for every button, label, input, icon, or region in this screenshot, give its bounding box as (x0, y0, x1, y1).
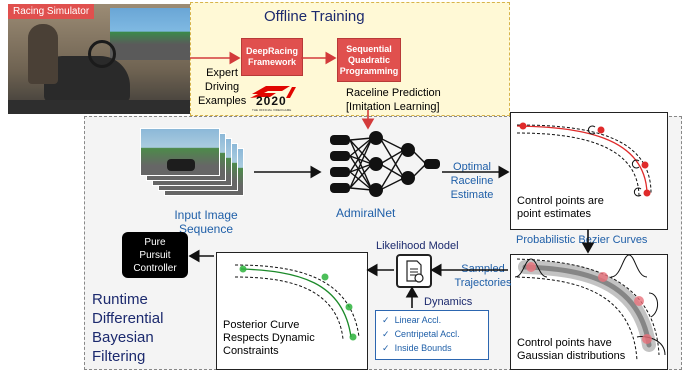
simulator-seat (44, 56, 130, 102)
dynamics-item-linear: ✓ Linear Accl. (382, 315, 442, 325)
input-image-stack (140, 128, 250, 198)
f1-year: 2020 (256, 94, 287, 108)
expert-driving-text: Expert Driving Examples (198, 67, 247, 107)
optimal-raceline-label: Optimal Raceline Estimate (450, 161, 494, 201)
simulator-label: Racing Simulator (8, 4, 95, 19)
offline-title: Offline Training (264, 8, 365, 25)
point-estimate-curves (516, 122, 652, 198)
posterior-text: Posterior Curve Respects Dynamic Constra… (223, 319, 315, 357)
simulator-wheel (88, 40, 116, 68)
dynamics-item-bounds: ✓ Inside Bounds (382, 343, 452, 353)
check-icon: ✓ (382, 343, 390, 353)
point-estimate-text: Control points are point estimates (517, 195, 604, 220)
dynamics-checklist: ✓ Linear Accl. ✓ Centripetal Accl. ✓ Ins… (375, 310, 489, 360)
runtime-title: Runtime Differential Bayesian Filtering (92, 291, 164, 365)
sampled-trajectories-label: Sampled Trajectories (454, 263, 512, 289)
raceline-prediction-text: Raceline Prediction [Imitation Learning] (346, 87, 441, 113)
gaussian-curves (514, 255, 666, 362)
dynamics-label: Dynamics (424, 296, 473, 308)
racing-simulator-photo (8, 4, 190, 114)
input-image-label: Input Image Sequence (174, 208, 238, 236)
f1-subtitle: THE OFFICIAL VIDEOGAME (252, 108, 292, 112)
simulator-screen (110, 8, 190, 60)
f1-2020-logo: 2020 THE OFFICIAL VIDEOGAME (246, 84, 298, 114)
admiralnet-network (330, 131, 440, 197)
posterior-plot: Posterior Curve Respects Dynamic Constra… (216, 252, 368, 370)
simulator-base (8, 100, 190, 114)
dynamics-item-centripetal: ✓ Centripetal Accl. (382, 329, 460, 339)
check-icon: ✓ (382, 329, 390, 339)
input-image-front (140, 128, 220, 176)
car-shape (167, 159, 195, 171)
pure-pursuit-controller: Pure Pursuit Controller (122, 232, 188, 278)
probabilistic-bezier-label: Probabilistic Bezier Curves (516, 234, 648, 246)
gaussian-text: Control points have Gaussian distributio… (517, 337, 626, 362)
posterior-curves (234, 264, 360, 341)
likelihood-model-icon (396, 254, 432, 288)
point-estimate-plot: Control points are point estimates (510, 112, 668, 230)
likelihood-model-label: Likelihood Model (376, 240, 459, 252)
admiralnet-label: AdmiralNet (336, 206, 396, 220)
simulator-driver (28, 24, 58, 84)
gaussian-plot: Control points have Gaussian distributio… (510, 254, 668, 370)
check-icon: ✓ (382, 315, 390, 325)
